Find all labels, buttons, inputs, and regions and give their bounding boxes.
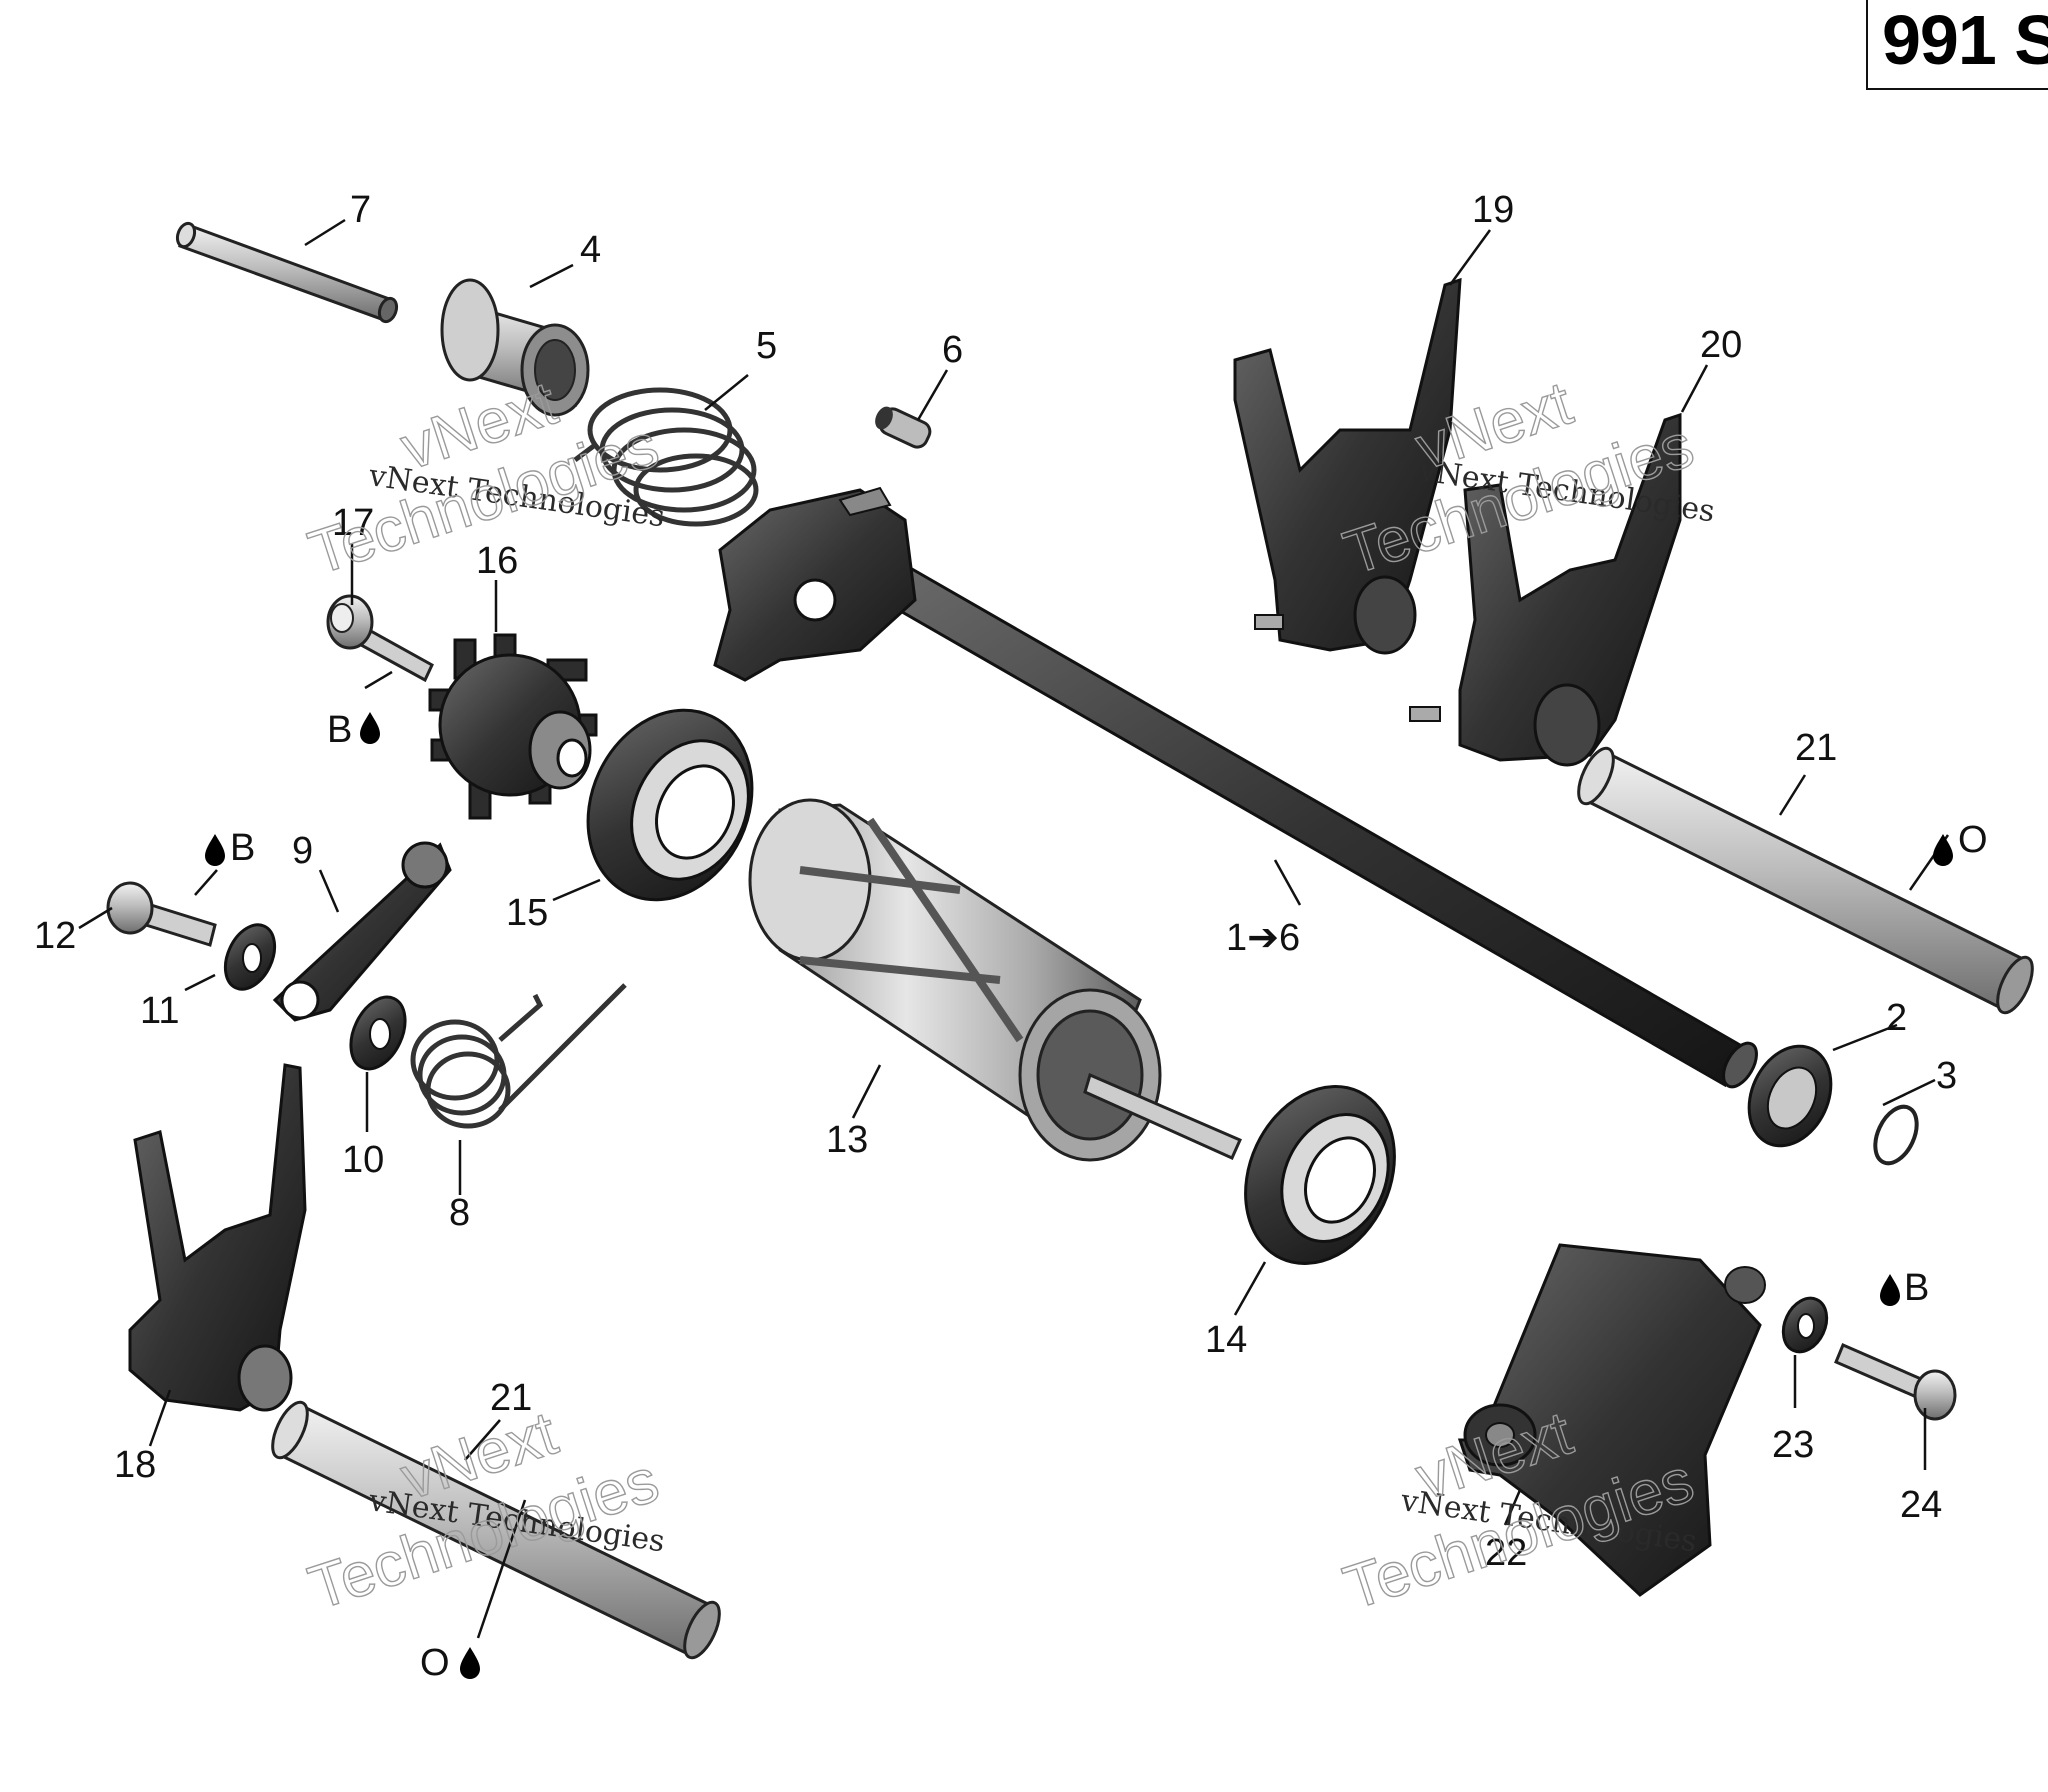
- callout-23: 23: [1772, 1424, 1814, 1466]
- callout-16: 16: [476, 540, 518, 582]
- callout-17: 17: [332, 502, 374, 544]
- diagram-code-box: 991 S: [1866, 0, 2048, 90]
- oil-drop-icon: [1880, 1274, 1900, 1306]
- callout-b-24: B: [1904, 1267, 1929, 1309]
- screw-17-part: [326, 594, 434, 683]
- callout-3: 3: [1936, 1055, 1957, 1097]
- fork-20-part: [1409, 412, 1682, 767]
- callout-8: 8: [449, 1192, 470, 1234]
- oil-drop-icon: [460, 1647, 480, 1679]
- bearing-15-part: [586, 708, 754, 902]
- washer-11-part: [223, 923, 277, 991]
- callout-5: 5: [756, 325, 777, 367]
- shift-shaft-part: [713, 486, 1758, 1089]
- callout-20: 20: [1700, 324, 1742, 366]
- leader-lines: [78, 218, 1950, 1639]
- callout-13: 13: [826, 1119, 868, 1161]
- washer-2-part: [1747, 1044, 1833, 1148]
- screw-24-part: [1834, 1343, 1957, 1421]
- fork-18-part: [128, 1063, 307, 1412]
- oil-drop-icon: [360, 712, 380, 744]
- pin-part: [175, 221, 399, 324]
- torsion-spring-part: [410, 983, 627, 1129]
- fork-19-part: [1233, 277, 1462, 655]
- lever-part: [272, 841, 452, 1022]
- washer-10-part: [349, 995, 407, 1071]
- spring-small-part: [875, 406, 932, 449]
- callout-19: 19: [1472, 189, 1514, 231]
- oil-drop-icon: [1933, 834, 1953, 866]
- screw-12-part: [106, 881, 217, 947]
- bushing-part: [440, 278, 590, 417]
- callout-o-21-upper: O: [1958, 819, 1988, 861]
- callout-4: 4: [580, 229, 601, 271]
- callout-21-upper: 21: [1795, 727, 1837, 769]
- callout-b-12: B: [230, 827, 255, 869]
- position-sensor-part: [1457, 1243, 1766, 1597]
- spring-large-part: [573, 387, 759, 527]
- callout-o-21-lower: O: [420, 1642, 450, 1684]
- callout-labels: 7 4 5 6 19 20 17 16 B 21 O 9 B 12 15 1➔6…: [34, 189, 1988, 1684]
- callout-6: 6: [942, 329, 963, 371]
- callout-11: 11: [140, 990, 179, 1032]
- callout-18: 18: [114, 1444, 156, 1486]
- callout-12: 12: [34, 915, 76, 957]
- diagram-code: 991 S: [1882, 1, 2048, 79]
- callout-21-lower: 21: [490, 1377, 532, 1419]
- callout-1-to-6: 1➔6: [1226, 917, 1300, 959]
- callout-7: 7: [350, 189, 371, 231]
- fork-rod-21-lower-part: [271, 1400, 721, 1660]
- star-wheel-part: [428, 633, 598, 820]
- fork-rod-21-upper-part: [1577, 746, 2034, 1015]
- circlip-part: [1873, 1104, 1919, 1166]
- bearing-14-part: [1244, 1085, 1396, 1265]
- washer-23-part: [1781, 1296, 1829, 1354]
- callout-2: 2: [1886, 997, 1907, 1039]
- callout-24: 24: [1900, 1484, 1942, 1526]
- callout-14: 14: [1205, 1319, 1247, 1361]
- callout-9: 9: [292, 830, 313, 872]
- callout-b-17: B: [327, 709, 352, 751]
- oil-drop-icon: [205, 834, 225, 866]
- shift-drum-part: [748, 798, 1242, 1162]
- callout-15: 15: [506, 892, 548, 934]
- callout-22: 22: [1485, 1532, 1527, 1574]
- callout-10: 10: [342, 1139, 384, 1181]
